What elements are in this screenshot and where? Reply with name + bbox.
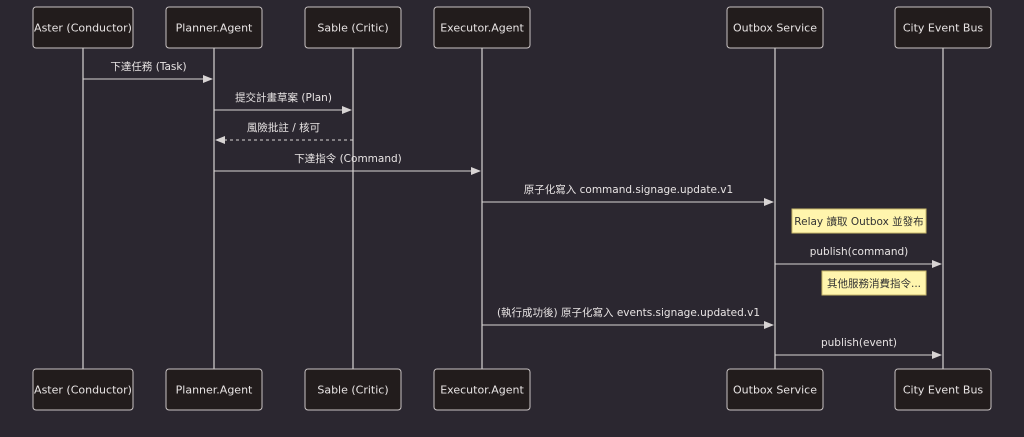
participant-box [165,368,263,411]
participant-label: Sable (Critic) [317,22,388,35]
participant-aster-top[interactable]: Aster (Conductor) [32,6,134,49]
message-0: 下達任務 (Task) [83,60,213,83]
participant-outbox-bottom[interactable]: Outbox Service [726,368,824,411]
participants: Aster (Conductor) Aster (Conductor) Planne… [32,6,992,411]
participant-executor-bottom[interactable]: Executor.Agent [433,368,531,411]
note-5: Relay 讀取 Outbox 並發布 [791,208,927,234]
message-2: 風險批註 / 核可 [215,121,353,144]
message-6: publish(command) [775,246,942,268]
message-label: publish(event) [821,337,897,349]
participant-box [894,368,992,411]
message-label: 原子化寫入 command.signage.update.v1 [524,183,733,196]
participant-label: Aster (Conductor) [34,22,132,35]
participant-label: Outbox Service [733,384,817,397]
participant-label: City Event Bus [903,22,984,35]
participant-label: Executor.Agent [440,22,524,35]
note-label: 其他服務消費指令... [827,277,921,290]
message-label: 風險批註 / 核可 [247,121,320,134]
participant-outbox-top[interactable]: Outbox Service [726,6,824,49]
participant-sable-bottom[interactable]: Sable (Critic) [304,368,402,411]
participant-box [894,6,992,49]
note-label: Relay 讀取 Outbox 並發布 [794,215,923,228]
participant-box [726,6,824,49]
participant-box [32,368,134,411]
participant-label: Aster (Conductor) [34,384,132,397]
participant-label: City Event Bus [903,384,984,397]
message-label: publish(command) [810,246,909,258]
participant-box [433,6,531,49]
participant-bus-bottom[interactable]: City Event Bus [894,368,992,411]
participant-box [433,368,531,411]
message-label: 下達指令 (Command) [294,152,402,165]
participant-box [165,6,263,49]
participant-box [304,368,402,411]
participant-label: Executor.Agent [440,384,524,397]
participant-sable-top[interactable]: Sable (Critic) [304,6,402,49]
participant-box [32,6,134,49]
participant-planner-top[interactable]: Planner.Agent [165,6,263,49]
participant-bus-top[interactable]: City Event Bus [894,6,992,49]
participant-executor-top[interactable]: Executor.Agent [433,6,531,49]
message-9: publish(event) [775,337,942,359]
message-label: 提交計畫草案 (Plan) [235,91,332,104]
note-box [821,270,927,296]
message-8: (執行成功後) 原子化寫入 events.signage.updated.v1 [482,306,774,329]
lifelines [82,48,944,369]
note-7: 其他服務消費指令... [821,270,927,296]
participant-label: Sable (Critic) [317,384,388,397]
participant-label: Outbox Service [733,22,817,35]
participant-aster-bottom[interactable]: Aster (Conductor) [32,368,134,411]
message-label: 下達任務 (Task) [110,60,186,73]
message-label: (執行成功後) 原子化寫入 events.signage.updated.v1 [497,306,760,319]
message-4: 原子化寫入 command.signage.update.v1 [482,183,774,206]
note-box [791,208,927,234]
message-1: 提交計畫草案 (Plan) [214,91,352,114]
participant-label: Planner.Agent [176,22,253,35]
participant-label: Planner.Agent [176,384,253,397]
participant-planner-bottom[interactable]: Planner.Agent [165,368,263,411]
participant-box [726,368,824,411]
participant-box [304,6,402,49]
message-3: 下達指令 (Command) [214,152,481,175]
